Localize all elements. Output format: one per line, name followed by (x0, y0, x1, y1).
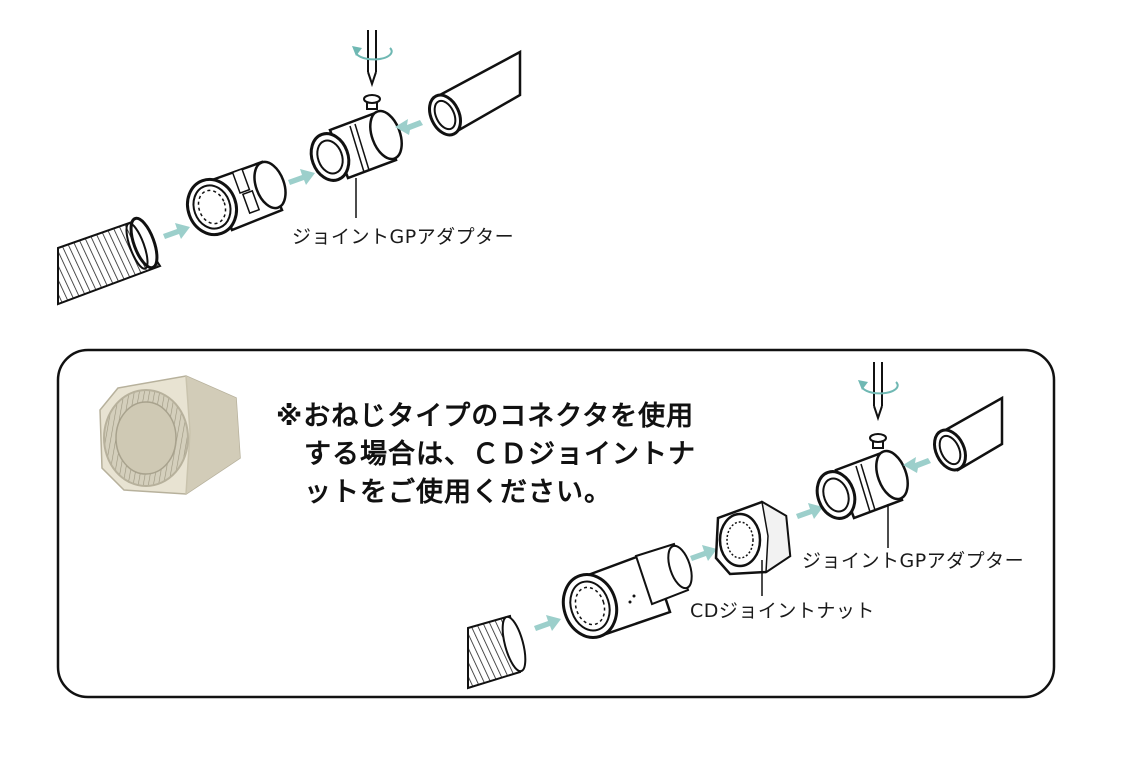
usage-note: ※おねじタイプのコネクタを使用 する場合は、ＣＤジョイントナ ットをご使用くださ… (276, 398, 696, 512)
usage-note-line-3: ットをご使用ください。 (304, 477, 612, 508)
connector-top (185, 160, 287, 237)
usage-note-line-1: ※おねじタイプのコネクタを使用 (276, 401, 695, 432)
cd-joint-nut (714, 500, 792, 576)
connector-bottom (561, 542, 693, 639)
gp-adapter-top (309, 94, 403, 182)
hex-nut-illustration (99, 375, 241, 495)
conduit-pipe-top (428, 49, 522, 137)
arrow-right (534, 615, 561, 631)
adapter-label-top: ジョイントGPアダプター (292, 226, 515, 248)
arrow-right (690, 545, 717, 561)
usage-note-line-2: する場合は、ＣＤジョイントナ (304, 439, 696, 470)
arrow-left (395, 119, 423, 135)
nut-label: CDジョイントナット (690, 600, 875, 622)
arrow-right (163, 223, 190, 239)
screwdriver-bottom (858, 362, 899, 422)
note-box-frame (56, 348, 1056, 699)
adapter-label-bottom: ジョイントGPアダプター (802, 550, 1025, 572)
corrugated-hose-top (57, 216, 162, 306)
arrow-left (903, 457, 931, 473)
conduit-pipe-bottom (933, 395, 1004, 472)
corrugated-hose-bottom (467, 614, 527, 690)
arrow-right (288, 169, 315, 185)
screwdriver-top (352, 30, 393, 88)
arrow-right (796, 503, 823, 519)
gp-adapter-bottom (815, 433, 909, 520)
